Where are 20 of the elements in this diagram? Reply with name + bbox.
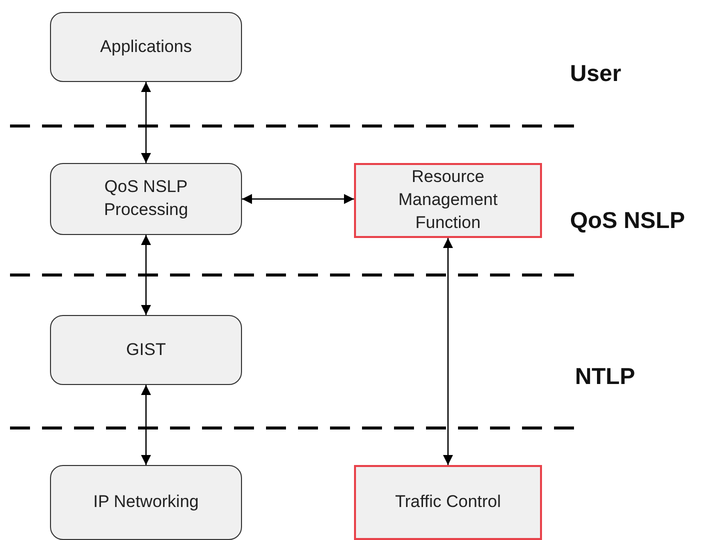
box-label: IP Networking bbox=[93, 491, 199, 514]
double-arrow bbox=[443, 238, 453, 465]
function-box bbox=[354, 163, 542, 238]
box-label: GIST bbox=[126, 338, 166, 361]
layer-box bbox=[50, 12, 242, 82]
layer-box bbox=[50, 465, 242, 540]
layer-name: QoS NSLP bbox=[570, 207, 686, 234]
box-label: Applications bbox=[100, 36, 192, 58]
box-label: Resource Management Function bbox=[397, 166, 499, 234]
double-arrow bbox=[141, 385, 151, 465]
function-box bbox=[354, 465, 542, 540]
layer-box bbox=[50, 315, 242, 385]
layer-name: User bbox=[570, 60, 622, 87]
box-label: Traffic Control bbox=[395, 491, 501, 514]
layer-box bbox=[50, 163, 242, 235]
box-label: QoS NSLP Processing bbox=[102, 176, 190, 221]
double-arrow bbox=[141, 82, 151, 163]
layer-name: NTLP bbox=[575, 363, 636, 390]
double-arrow bbox=[141, 235, 151, 315]
double-arrow bbox=[242, 194, 354, 204]
